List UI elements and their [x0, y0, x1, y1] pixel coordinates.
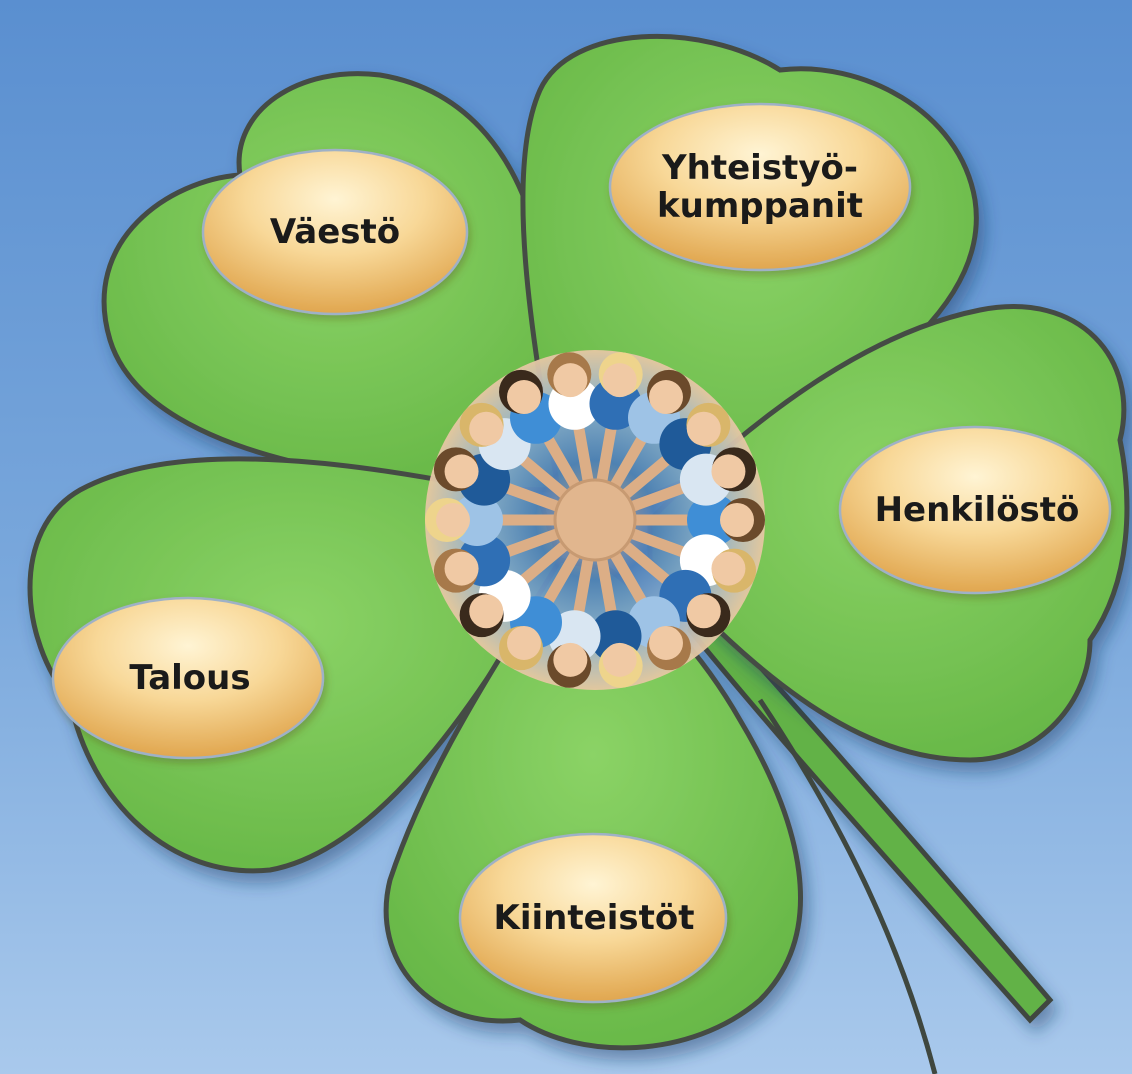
person-face [469, 412, 503, 446]
person-face [436, 503, 470, 537]
person-face [445, 454, 479, 488]
person-face [603, 363, 637, 397]
person-face [711, 552, 745, 586]
person-face [687, 594, 721, 628]
person-face [507, 626, 541, 660]
badge-vaesto [203, 150, 467, 314]
badge-yhteistyokumppanit [610, 104, 910, 270]
people-circle-photo [425, 350, 765, 690]
person-face [445, 552, 479, 586]
person-face [469, 594, 503, 628]
person-face [603, 643, 637, 677]
person-face [507, 380, 541, 414]
person-face [720, 503, 754, 537]
badge-talous [53, 598, 323, 758]
person-face [553, 643, 587, 677]
person-face [553, 363, 587, 397]
badge-henkilosto [840, 427, 1110, 593]
badge-kiinteistot [460, 834, 726, 1002]
person-face [711, 454, 745, 488]
person-face [649, 380, 683, 414]
person-face [649, 626, 683, 660]
person-face [687, 412, 721, 446]
